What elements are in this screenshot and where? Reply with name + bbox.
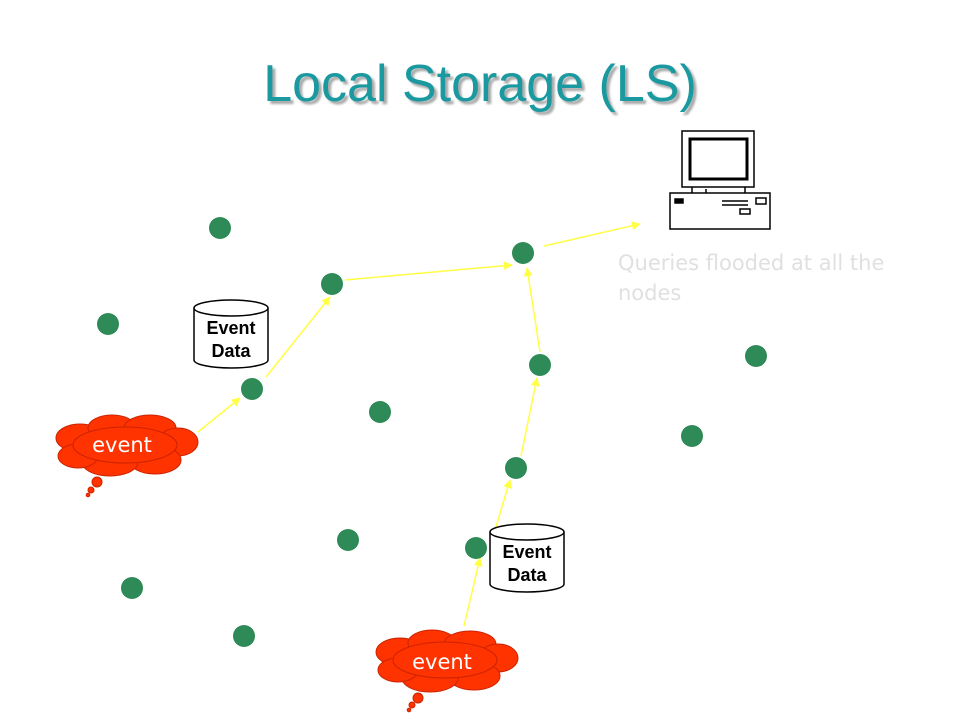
sensor-node (369, 401, 391, 423)
database-cylinder-icon: Event Data (489, 523, 565, 593)
storage-label-line2: Data (211, 341, 251, 361)
sensor-node (209, 217, 231, 239)
database-cylinder-icon: Event Data (193, 299, 269, 369)
edge (265, 296, 331, 378)
edge (344, 261, 513, 281)
sensor-node (121, 577, 143, 599)
sensor-node (529, 354, 551, 376)
event-label: event (92, 433, 152, 457)
sensor-node (97, 313, 119, 335)
thought-cloud-icon: event (375, 629, 519, 713)
desktop-computer-icon (669, 130, 771, 230)
sensor-node (321, 273, 343, 295)
sensor-node (745, 345, 767, 367)
edge-event-to-node (463, 557, 483, 627)
sensor-node (241, 378, 263, 400)
sensor-nodes (97, 217, 767, 647)
event-label: event (412, 650, 472, 674)
edge (520, 377, 540, 457)
edge-to-computer (543, 221, 641, 247)
slide-title: Local Storage (LS) (263, 55, 697, 113)
storage-label-line1: Event (502, 542, 551, 562)
thought-cloud-icon: event (55, 414, 199, 498)
sensor-node (505, 457, 527, 479)
sensor-node (233, 625, 255, 647)
storage-label-line1: Event (206, 318, 255, 338)
route-edges (197, 221, 641, 627)
storage-label-line2: Data (507, 565, 547, 585)
sensor-node (465, 537, 487, 559)
query-caption: Queries flooded at all the nodes (618, 251, 885, 305)
sensor-node (337, 529, 359, 551)
sensor-node (512, 242, 534, 264)
edge-event-to-node (197, 397, 241, 433)
sensor-node (681, 425, 703, 447)
edge (523, 267, 541, 353)
